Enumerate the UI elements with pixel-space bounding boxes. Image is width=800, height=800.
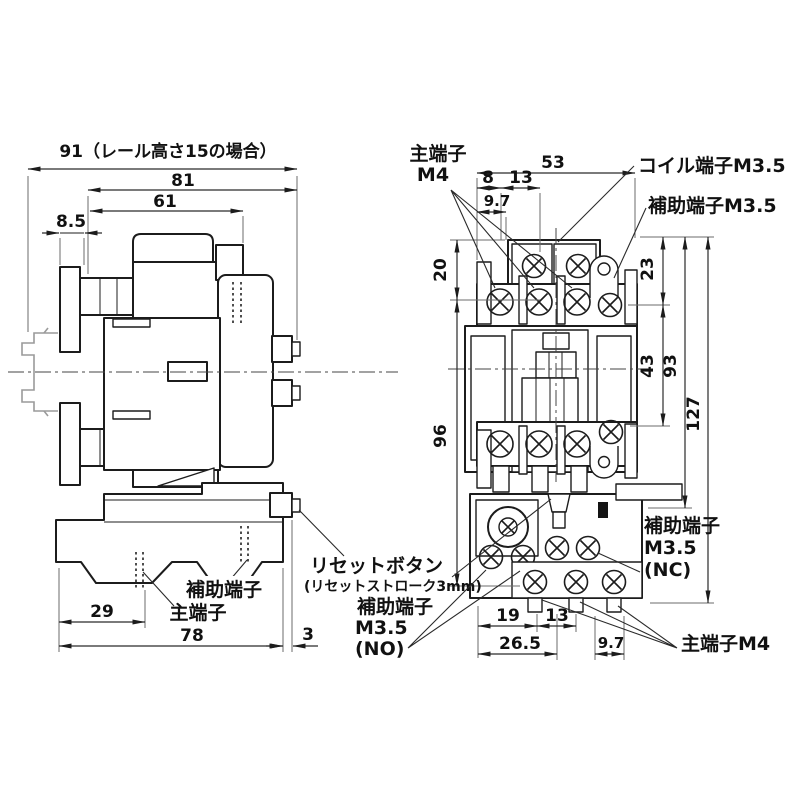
relay-tongue	[606, 597, 622, 613]
upper-mount-loop	[589, 255, 619, 298]
dim-9-7-top: 9.7	[476, 192, 511, 240]
side-reset-tab	[269, 492, 293, 518]
upper-right-post	[624, 269, 638, 325]
lower-right-post	[624, 423, 638, 479]
terminal-tongue	[531, 465, 549, 493]
front-view: 53 8 13 9.7 20 96	[298, 142, 786, 660]
label-aux-no-2: M3.5	[355, 617, 408, 639]
side-relay-body	[55, 482, 284, 584]
side-slot-bottom	[112, 410, 151, 420]
dim-label-93: 93	[661, 354, 681, 378]
hidden-vent-dots	[232, 282, 242, 326]
dim-label-29: 29	[90, 602, 114, 622]
side-flange-bottom	[59, 402, 81, 486]
side-flange-top	[59, 266, 81, 353]
dim-127: 127	[684, 236, 711, 604]
side-latch	[157, 467, 215, 487]
label-aux-no-1: 補助端子	[356, 595, 433, 618]
label-aux-no-3: (NO)	[355, 638, 404, 660]
dim-label-3: 3	[302, 625, 314, 645]
label-coil-terminal: コイル端子M3.5	[638, 154, 786, 177]
dim-96: 96	[431, 299, 520, 587]
relay-right-wing	[615, 483, 683, 501]
dim-label-23: 23	[638, 257, 658, 281]
label-reset-button: リセットボタン	[310, 555, 443, 577]
label-aux-terminal-side: 補助端子	[185, 578, 262, 601]
dim-label-78: 78	[180, 626, 204, 646]
dim-label-8-5: 8.5	[56, 212, 86, 232]
dim-label-8: 8	[482, 168, 494, 188]
dim-label-19: 19	[496, 606, 520, 626]
dim-53: 53	[476, 153, 636, 260]
dim-26-5: 26.5	[477, 634, 558, 657]
side-view: 91（レール高さ15の場合） 81 61 8.5 29 78	[8, 141, 398, 652]
terminal-wall	[518, 425, 528, 475]
dim-20: 20	[431, 239, 540, 301]
upper-left-post	[476, 261, 492, 325]
relay-tongue	[527, 597, 543, 613]
dim-93: 93	[661, 236, 688, 509]
label-main-terminal-side: 主端子	[169, 601, 226, 624]
lower-mount-hole	[597, 455, 611, 469]
label-aux-nc-2: M3.5	[644, 537, 697, 559]
hidden-aux-screw	[240, 526, 249, 562]
dim-8: 8	[476, 168, 502, 240]
reset-button-shape	[547, 493, 571, 513]
dim-61: 61	[89, 192, 244, 243]
side-labels: 補助端子 主端子	[142, 559, 270, 624]
dim-label-9-7-top: 9.7	[484, 192, 511, 210]
hidden-main-screw	[135, 552, 144, 588]
dim-91: 91（レール高さ15の場合）	[27, 141, 298, 340]
side-terminal-tab	[271, 379, 293, 407]
dim-13-top: 13	[500, 168, 541, 252]
label-main-terminal-top-1: 主端子	[409, 142, 466, 165]
side-terminal-tab	[291, 341, 301, 357]
side-reset-tab	[291, 498, 301, 513]
relay-slot	[598, 502, 608, 518]
dim-label-53: 53	[541, 153, 565, 173]
terminal-tongue	[570, 465, 588, 493]
side-front-lobe	[217, 274, 274, 468]
label-main-terminal-bottom: 主端子M4	[681, 632, 770, 655]
dim-3: 3	[266, 520, 318, 652]
side-terminal-tab	[271, 335, 293, 363]
terminal-wall	[556, 275, 566, 325]
dim-label-61: 61	[153, 192, 177, 212]
side-arc-cover	[132, 233, 214, 263]
upper-mount-hole	[597, 262, 611, 276]
dim-43: 43	[638, 304, 666, 427]
terminal-wall	[556, 425, 566, 475]
dim-label-127: 127	[684, 396, 704, 432]
side-slot-top	[112, 318, 151, 328]
dim-29: 29	[58, 568, 146, 630]
front-labels: 主端子 M4 コイル端子M3.5 補助端子M3.5 補助端子 M3.5 (NC)…	[298, 142, 786, 660]
dim-label-20: 20	[431, 258, 451, 282]
dim-9-7-bottom: 9.7	[594, 634, 625, 657]
reset-button-shape	[552, 511, 566, 529]
side-mid-block-top	[132, 261, 219, 319]
dim-8-5: 8.5	[42, 212, 102, 265]
din-rail-phantom	[21, 332, 58, 412]
dim-label-81: 81	[171, 171, 195, 191]
dim-label-43: 43	[638, 354, 658, 378]
dim-label-13-bottom: 13	[545, 606, 569, 626]
dim-label-26-5: 26.5	[499, 634, 541, 654]
dim-23: 23	[638, 236, 666, 306]
label-aux-nc-3: (NC)	[644, 559, 691, 581]
side-terminal-tab	[291, 385, 301, 401]
dim-label-9-7-bottom: 9.7	[598, 634, 625, 652]
label-aux-terminal-top: 補助端子M3.5	[647, 194, 777, 217]
dim-label-96: 96	[431, 424, 451, 448]
dim-label-13-top: 13	[509, 168, 533, 188]
dim-19: 19	[477, 606, 538, 629]
label-reset-stroke: (リセットストローク3mm)	[304, 579, 482, 595]
side-main-body	[103, 317, 221, 471]
terminal-tongue	[492, 465, 510, 493]
dim-label-91: 91（レール高さ15の場合）	[59, 141, 276, 162]
dim-13-bottom: 13	[536, 606, 577, 629]
label-main-terminal-top-2: M4	[417, 164, 449, 186]
dim-78: 78	[58, 568, 284, 652]
label-aux-nc-1: 補助端子	[643, 514, 720, 537]
